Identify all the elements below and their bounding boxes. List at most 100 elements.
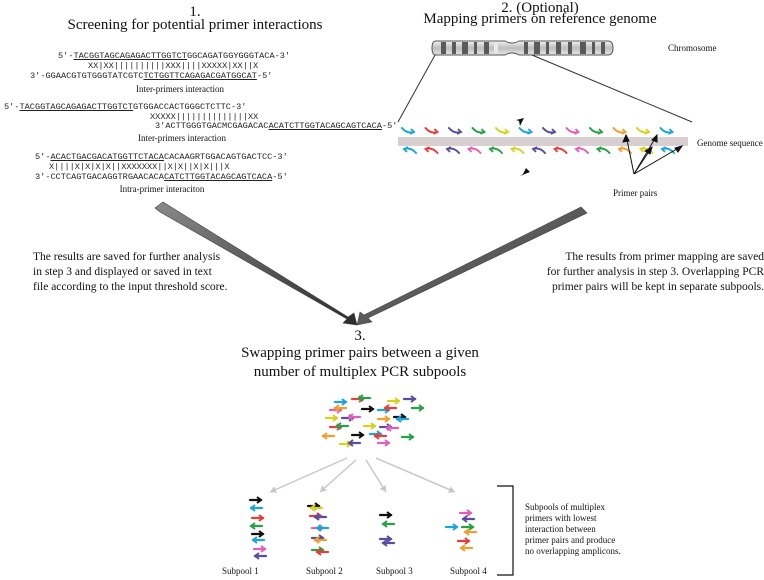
block1-seq-top: 5′-TACGGTAGCAGAGACTTGGTCTGGCAGATGGYGGGTA… <box>58 51 290 61</box>
chromosome <box>431 40 614 56</box>
primer-arrow <box>531 146 546 154</box>
block2-bottom-prefix: 3′ACTTGGGTGACMCGAGACAC <box>155 121 269 131</box>
primer-arrow <box>248 496 263 504</box>
block3-pairs: X||||X|X|X|X||XXXXXXX||X|X||X|X|||X <box>49 162 230 172</box>
chromosome-band <box>462 42 468 54</box>
block3-top-primer: ACACTGACGACATGGTTCTACA <box>50 152 164 162</box>
primer-arrow <box>574 146 589 154</box>
block1-bottom-prefix: 3′-GGAACGTGTGGGTATCGTC <box>30 71 144 81</box>
subpool-2-label: Subpool 2 <box>306 566 343 576</box>
block3-bottom-prefix: 3′-CCTCAGTGACAGGTRGAACACA <box>35 172 164 182</box>
chromosome-band <box>484 42 489 54</box>
primer-arrow <box>495 127 510 135</box>
block1-bottom-primer: TCTGGTTCAGAGACGATGGCAT <box>143 71 257 81</box>
block2-bottom-rest: -5′ <box>381 121 398 131</box>
primer-arrow <box>444 523 459 531</box>
chromosome-band <box>474 42 477 54</box>
step1-title: Screening for potential primer interacti… <box>67 17 323 33</box>
primer-arrow <box>313 513 328 521</box>
primer-arrow <box>250 530 265 538</box>
chromosome-band <box>556 42 561 54</box>
primer-arrow <box>381 539 396 547</box>
subpool-2-primers <box>306 502 330 556</box>
chromosome-band <box>601 42 605 54</box>
primer-arrow <box>333 404 348 412</box>
primer-arrow <box>589 127 604 135</box>
block3-caption: Intra-primer interaciton <box>119 184 205 194</box>
bracket-note-line-2: primers with lowest <box>525 513 597 523</box>
subpool-3-primers <box>378 511 396 547</box>
primer-arrow <box>459 544 474 552</box>
subpool-4-primers <box>444 509 478 552</box>
primer-arrow <box>636 127 651 135</box>
primer-arrow <box>395 415 410 423</box>
chromosome-band <box>441 42 446 54</box>
primer-arrow <box>350 431 365 439</box>
primer-arrow <box>552 146 568 154</box>
primer-arrow <box>321 432 336 440</box>
distribution-arrow <box>269 457 348 493</box>
block1-top-prefix: 5′- <box>58 51 74 61</box>
primer-arrow <box>335 422 350 430</box>
block2-bottom-primer: ACATCTTGGTACAGCAGTCACA <box>268 121 382 131</box>
primer-arrow <box>249 522 264 530</box>
bracket-note-line-4: primer pairs and produce <box>525 535 616 545</box>
note-right: The results from primer mapping are save… <box>478 250 764 295</box>
primer-arrow <box>402 395 417 403</box>
primer-arrow <box>376 439 391 447</box>
block2-caption: Inter-primers interaction <box>137 133 227 143</box>
block3-top-prefix: 5′- <box>35 152 51 162</box>
primer-arrow <box>461 515 476 523</box>
primer-arrow <box>402 146 417 154</box>
block2-top-rest: GTGGACCACTGGGCTCTTC-3′ <box>132 102 247 112</box>
block1-bottom-rest: -5′ <box>256 71 273 81</box>
distribution-arrows <box>269 457 456 493</box>
bracket-note-line-5: no overlapping amplicons. <box>525 546 621 556</box>
chromosome-band <box>452 42 456 54</box>
bracket-note-line-3: interaction between <box>525 524 596 534</box>
block1-top-rest: GGCAGATGGYGGGTACA-3′ <box>186 51 291 61</box>
chromosome-band <box>524 42 528 54</box>
primer-arrow <box>373 432 388 440</box>
primer-arrow <box>315 524 330 532</box>
step2-title: Mapping primers on reference genome <box>423 11 657 27</box>
primer-arrow <box>617 146 632 154</box>
primer-arrow <box>362 422 377 430</box>
bracket-note: Subpools of multiplex primers with lowes… <box>525 502 621 557</box>
note-left-line-2: in step 3 and displayed or saved in text <box>33 266 212 278</box>
chromosome-label: Chromosome <box>668 43 717 53</box>
block2-seq-bottom: 3′ACTTGGGTGACMCGAGACACACATCTTGGTACAGCAGT… <box>155 121 397 131</box>
primer-arrow <box>423 146 439 154</box>
primer-arrow <box>347 413 362 421</box>
block2-seq-top: 5′-TACGGTAGCAGAGACTTGGTCTGTGGACCACTGGGCT… <box>4 102 246 112</box>
chromosome-band <box>592 42 595 54</box>
step3-number: 3. <box>354 328 366 344</box>
primer-arrow <box>315 548 330 556</box>
block3-bottom-rest: -5′ <box>272 172 288 182</box>
subpool-1-label: Subpool 1 <box>222 566 259 576</box>
block1-top-primer: TACGGTAGCAGAGACTTGGTCT <box>73 51 187 61</box>
primer-arrow <box>381 520 396 528</box>
primer-arrow <box>509 146 525 154</box>
step2-number: 2. (Optional) <box>501 0 579 16</box>
block1-seq-bottom: 3′-GGAACGTGTGGGTATCGTCTCTGGTTCAGAGACGATG… <box>30 71 272 81</box>
primer-arrow <box>324 414 339 422</box>
primer-arrow <box>448 127 463 135</box>
note-right-line-2: for further analysis in step 3. Overlapp… <box>546 266 764 278</box>
primer-arrow <box>385 424 400 432</box>
block1-caption: Inter-primers interaction <box>135 84 225 94</box>
primer-arrow <box>660 146 675 154</box>
note-left-line-1: The results are saved for further analys… <box>33 251 221 263</box>
primer-arrow <box>383 404 398 412</box>
primer-arrow <box>488 146 503 154</box>
genome-sequence-band <box>398 137 688 146</box>
chromosome-band <box>546 42 549 54</box>
block2-top-prefix: 5′- <box>4 102 20 112</box>
block3-top-rest: CACAAGRTGGACAGTGACTCC-3′ <box>163 152 288 162</box>
primer-arrow <box>400 433 415 441</box>
primer-arrow <box>251 536 266 544</box>
primer-arrow <box>376 415 391 423</box>
primer-arrow <box>378 535 393 543</box>
